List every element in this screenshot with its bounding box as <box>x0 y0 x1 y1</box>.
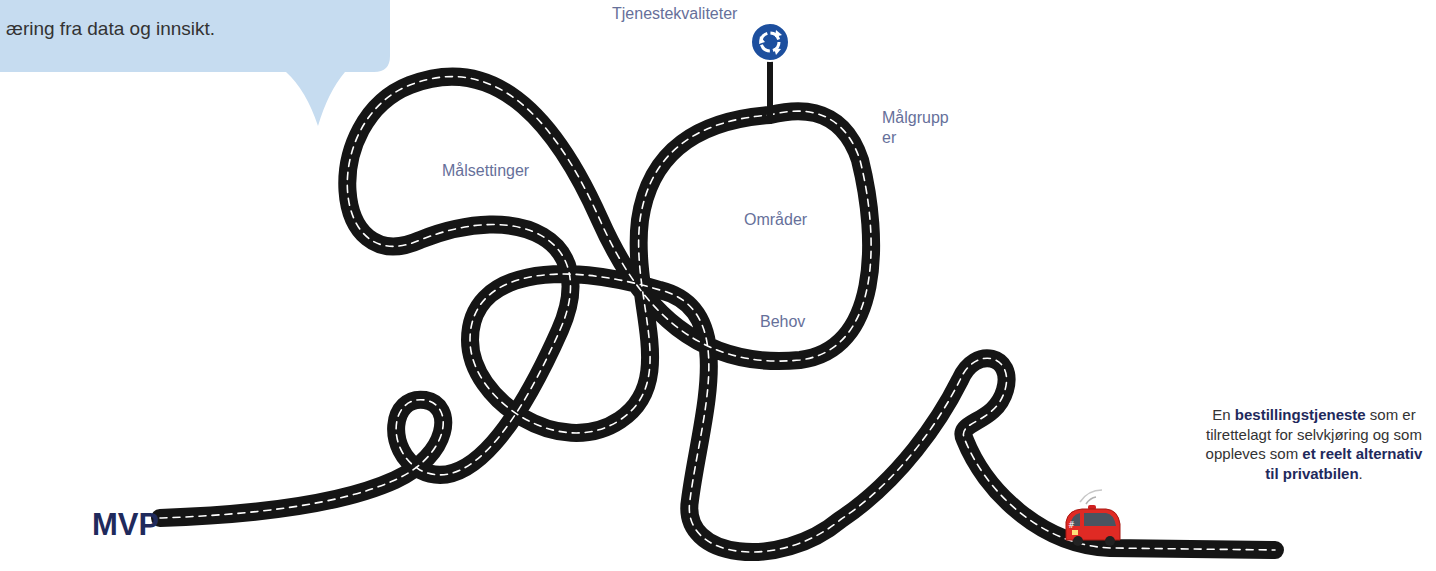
road-label: Tjenestekvaliteter <box>610 4 739 24</box>
road-label: MVP <box>90 506 161 545</box>
road <box>160 77 1275 552</box>
speech-bubble: æring fra data og innsikt. <box>0 0 390 72</box>
roundabout-sign <box>751 23 789 116</box>
road-label: Behov <box>758 312 807 332</box>
svg-text:#: # <box>1068 521 1075 530</box>
bold-phrase: bestillingstjeneste <box>1235 406 1366 423</box>
road-label: Målsettinger <box>440 161 531 181</box>
road-label: En bestillingstjeneste som er tilrettela… <box>1198 405 1430 483</box>
bubble-text-wrap: æring fra data og innsikt. <box>0 0 390 56</box>
road-label: Målgrupp er <box>880 108 964 148</box>
bubble-text: æring fra data og innsikt. <box>6 18 370 40</box>
self-driving-car: # <box>1066 490 1120 546</box>
road-label: Områder <box>742 210 809 230</box>
road-centerline <box>160 77 1275 552</box>
bold-phrase: et reelt alternativ til privatbilen <box>1265 445 1422 482</box>
bubble-fill <box>0 0 390 126</box>
